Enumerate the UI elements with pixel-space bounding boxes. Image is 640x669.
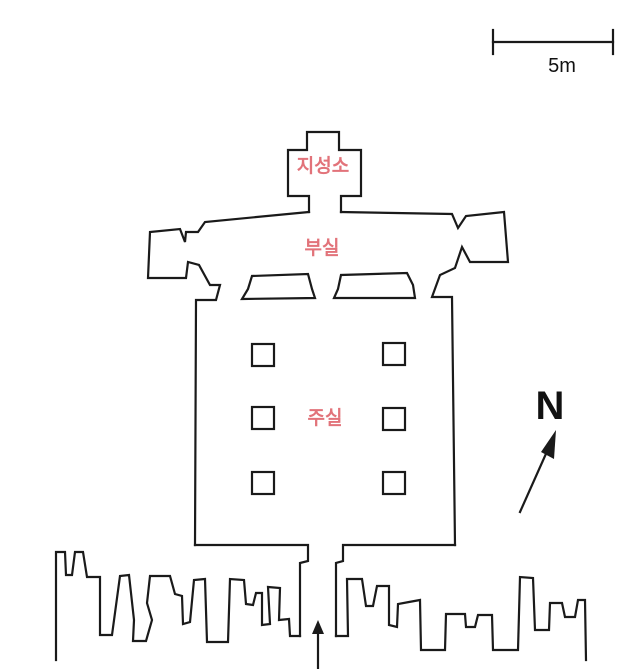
pillar [381,406,407,432]
main-chamber-label: 주실 [308,407,343,429]
side-chamber-outline-right [339,210,510,547]
north-label: N [536,384,565,428]
pillar [381,341,407,367]
entrance-arrow [312,620,324,669]
main-chamber-outline [193,543,310,638]
side-chamber-label: 부실 [305,237,340,259]
facade-outline-left [54,550,302,662]
facade-outline-right [334,575,588,662]
shrine-outline [286,130,363,214]
platform-left [240,272,317,301]
pillar [250,405,276,431]
scale-bar-label: 5m [548,55,576,77]
north-arrow: N [518,384,565,514]
side-chamber-outline [146,210,311,547]
pillar [250,470,276,496]
shrine-label: 지성소 [297,155,349,177]
main-chamber-outline-right [334,543,457,638]
scale-bar: 5m [491,28,615,77]
platform-right [332,271,417,300]
pillar [250,342,276,368]
pillar [381,470,407,496]
